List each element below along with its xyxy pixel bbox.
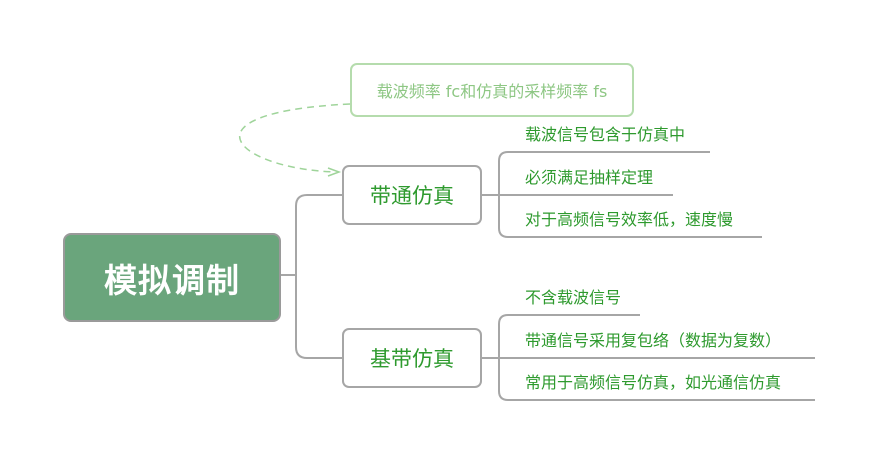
leaf-node-bandpass-3[interactable]: 对于高频信号效率低，速度慢: [525, 210, 734, 229]
branch-node-bandpass[interactable]: 带通仿真: [342, 165, 482, 225]
root-to-baseband-connector: [295, 275, 342, 359]
note-relation-arrowhead: [327, 167, 342, 177]
note-node[interactable]: 载波频率 fc和仿真的采样频率 fs: [350, 63, 634, 117]
branch-node-label: 基带仿真: [370, 347, 454, 371]
root-to-bandpass-connector: [295, 194, 342, 275]
branch-node-label: 带通仿真: [370, 184, 454, 208]
baseband-leaf-3-connector: [498, 358, 815, 401]
leaf-node-bandpass-1[interactable]: 载波信号包含于仿真中: [525, 125, 686, 144]
bandpass-leaf-1-connector: [498, 151, 710, 195]
leaf-node-baseband-3[interactable]: 常用于高频信号仿真，如光通信仿真: [525, 373, 782, 392]
branch-node-baseband[interactable]: 基带仿真: [342, 328, 482, 388]
leaf-node-baseband-2[interactable]: 带通信号采用复包络（数据为复数）: [525, 331, 782, 350]
root-node-label: 模拟调制: [104, 260, 240, 300]
leaf-node-baseband-1[interactable]: 不含载波信号: [525, 288, 622, 307]
bandpass-leaf-3-connector: [498, 195, 762, 238]
note-node-label: 载波频率 fc和仿真的采样频率 fs: [376, 82, 608, 101]
leaf-node-bandpass-2[interactable]: 必须满足抽样定理: [525, 168, 654, 187]
root-node[interactable]: 模拟调制: [63, 233, 281, 322]
baseband-leaf-1-connector: [498, 314, 640, 358]
note-relation-dashed-connector: [238, 103, 351, 173]
